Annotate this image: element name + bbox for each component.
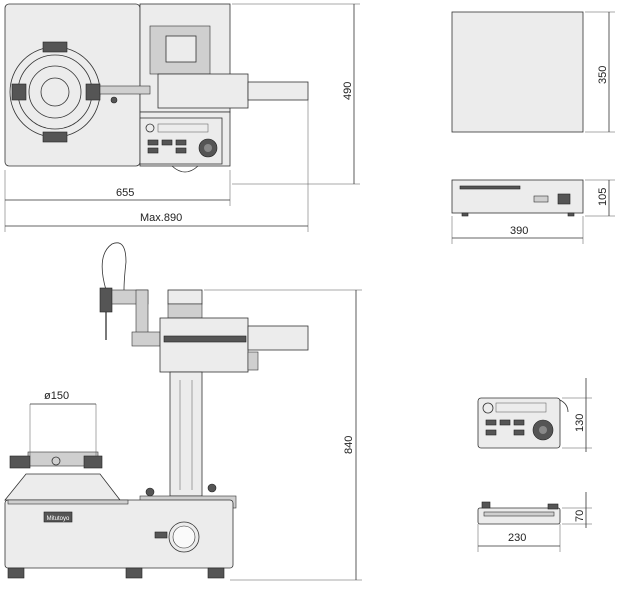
dim-front-height: 840 bbox=[343, 436, 355, 454]
control-box-top: 350 bbox=[451, 11, 615, 133]
dim-panel-side-height: 70 bbox=[574, 510, 586, 522]
dim-table-diameter: ø150 bbox=[44, 390, 69, 402]
dim-box-depth: 350 bbox=[597, 66, 609, 84]
dim-panel-height: 130 bbox=[574, 414, 586, 432]
control-panel-side: 70 230 bbox=[477, 492, 592, 552]
base-logo: Mitutoyo bbox=[47, 516, 70, 522]
dim-top-width: 655 bbox=[116, 187, 134, 199]
dim-top-height: 490 bbox=[342, 82, 354, 100]
dim-max-width: Max.890 bbox=[140, 212, 182, 224]
dim-box-height: 105 bbox=[597, 188, 609, 206]
control-panel-front: 130 bbox=[477, 378, 592, 452]
dim-panel-width: 230 bbox=[508, 532, 526, 544]
control-box-front: 105 390 bbox=[451, 179, 615, 244]
dim-box-width: 390 bbox=[510, 225, 528, 237]
front-view: Mitutoyo ø150 840 bbox=[4, 242, 362, 581]
top-view: 490 655 Max.890 bbox=[4, 3, 360, 232]
